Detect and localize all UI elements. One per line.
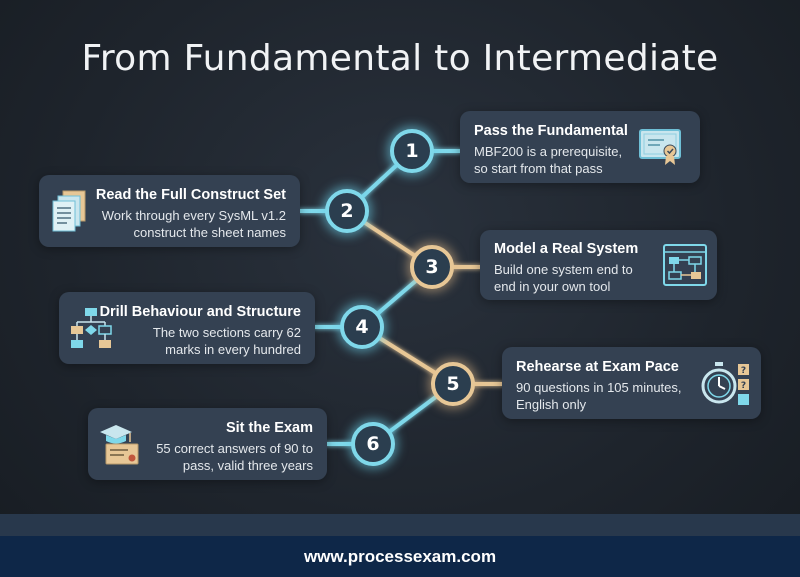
step-heading: Model a Real System bbox=[494, 241, 639, 257]
step-card-1: Pass the Fundamental MBF200 is a prerequ… bbox=[460, 111, 700, 183]
step-heading: Sit the Exam bbox=[225, 420, 313, 436]
step-heading: Pass the Fundamental bbox=[474, 123, 628, 139]
step-node-1: 1 bbox=[390, 129, 434, 173]
footer-stripe bbox=[0, 514, 800, 536]
step-heading: Drill Behaviour and Structure bbox=[99, 304, 301, 320]
step-description: Work through every SysML v1.2 construct … bbox=[101, 208, 286, 240]
step-node-2: 2 bbox=[325, 189, 369, 233]
step-description: The two sections carry 62 marks in every… bbox=[152, 325, 301, 357]
step-node-3: 3 bbox=[410, 245, 454, 289]
step-node-5: 5 bbox=[431, 362, 475, 406]
step-card-5: Rehearse at Exam Pace 90 questions in 10… bbox=[502, 347, 761, 419]
step-card-4: Drill Behaviour and Structure The two se… bbox=[59, 292, 315, 364]
stopwatch-icon: ? ? bbox=[701, 362, 749, 405]
step-node-6: 6 bbox=[351, 422, 395, 466]
step-description: MBF200 is a prerequisite, so start from … bbox=[474, 144, 623, 176]
step-description: Build one system end to end in your own … bbox=[494, 262, 633, 294]
step-heading: Read the Full Construct Set bbox=[95, 187, 286, 203]
step-card-3: Model a Real System Build one system end… bbox=[480, 230, 717, 300]
step-description: 90 questions in 105 minutes, English onl… bbox=[516, 380, 682, 412]
step-heading: Rehearse at Exam Pace bbox=[516, 359, 679, 375]
step-card-6: Sit the Exam 55 correct answers of 90 to… bbox=[88, 408, 327, 480]
svg-text:?: ? bbox=[741, 366, 746, 376]
step-description: 55 correct answers of 90 to pass, valid … bbox=[156, 441, 313, 473]
footer-url[interactable]: www.processexam.com bbox=[0, 536, 800, 577]
certificate-icon bbox=[639, 129, 681, 165]
hierarchy-diagram-icon bbox=[71, 308, 112, 348]
step-node-4: 4 bbox=[340, 305, 384, 349]
graduation-certificate-icon bbox=[100, 425, 139, 465]
page-title: From Fundamental to Intermediate bbox=[81, 38, 719, 79]
step-card-2: Read the Full Construct Set Work through… bbox=[39, 175, 300, 247]
documents-stack-icon bbox=[52, 190, 86, 232]
system-diagram-icon bbox=[663, 244, 707, 286]
svg-text:?: ? bbox=[741, 381, 746, 391]
